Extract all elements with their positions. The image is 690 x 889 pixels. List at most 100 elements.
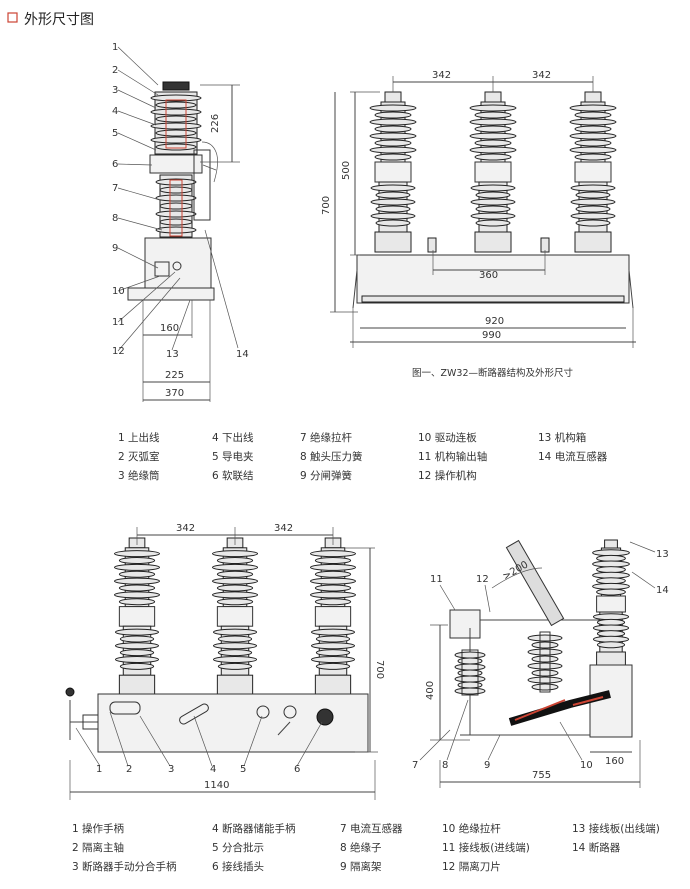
pole-terminal bbox=[484, 91, 502, 103]
shed bbox=[469, 118, 517, 126]
shed bbox=[159, 218, 193, 226]
callout-leader bbox=[117, 89, 157, 109]
dim-342-b-label: 342 bbox=[532, 70, 551, 81]
legend-item: 11 机构输出轴 bbox=[418, 450, 487, 463]
callout-leader bbox=[75, 727, 101, 767]
shed bbox=[370, 212, 416, 220]
callout-leader bbox=[117, 69, 159, 96]
pole-clamp bbox=[596, 595, 626, 613]
shed bbox=[314, 557, 352, 565]
callout-number-6: 6 bbox=[294, 764, 300, 775]
shed bbox=[531, 669, 559, 677]
shed bbox=[454, 675, 486, 683]
shed bbox=[469, 104, 517, 112]
shed bbox=[470, 212, 516, 220]
callout-number-12: 12 bbox=[476, 574, 489, 585]
shed bbox=[211, 591, 259, 599]
legend-item: 8 绝缘子 bbox=[340, 841, 382, 854]
shed bbox=[596, 588, 626, 596]
isolation-blade-open bbox=[505, 539, 565, 627]
callout-number-8: 8 bbox=[112, 213, 118, 224]
shed bbox=[309, 577, 357, 585]
legend-item: 8 触头压力簧 bbox=[300, 450, 363, 463]
shed bbox=[569, 118, 617, 126]
callout-number-13: 13 bbox=[656, 549, 669, 560]
figure3-insulator bbox=[527, 631, 563, 693]
legend-item: 13 接线板(出线端) bbox=[572, 822, 660, 835]
callout-leader bbox=[484, 584, 491, 613]
callout-leader bbox=[139, 715, 171, 767]
callout-leader bbox=[631, 571, 656, 589]
shed bbox=[474, 139, 512, 147]
shed bbox=[155, 129, 197, 137]
mechanism-box bbox=[144, 237, 212, 289]
legend-item: 9 分闸弹簧 bbox=[300, 469, 352, 482]
pole-clamp bbox=[118, 606, 156, 627]
legend-item: 13 机构箱 bbox=[538, 431, 586, 444]
shed bbox=[309, 591, 357, 599]
shed bbox=[575, 205, 611, 213]
shed bbox=[570, 212, 616, 220]
legend-item: 5 分合批示 bbox=[212, 841, 264, 854]
shed bbox=[369, 132, 417, 140]
pole-base bbox=[474, 231, 512, 253]
figure1-side-view bbox=[127, 81, 218, 301]
page-title: 外形尺寸图 bbox=[24, 12, 94, 28]
shed bbox=[570, 198, 616, 206]
shed bbox=[310, 628, 356, 636]
pole-base bbox=[574, 231, 612, 253]
legend-item: 4 下出线 bbox=[212, 431, 254, 444]
shed bbox=[211, 563, 259, 571]
pole-base bbox=[374, 231, 412, 253]
shed bbox=[575, 191, 611, 199]
legend-item: 10 绝缘拉杆 bbox=[442, 822, 501, 835]
shed bbox=[369, 118, 417, 126]
callout-number-3: 3 bbox=[168, 764, 174, 775]
callout-number-2: 2 bbox=[112, 65, 118, 76]
shed bbox=[475, 191, 511, 199]
shed bbox=[531, 655, 559, 663]
shed bbox=[314, 598, 352, 606]
f3-dim-400-label: 400 bbox=[425, 681, 436, 700]
callout-number-4: 4 bbox=[112, 106, 118, 117]
shed bbox=[574, 153, 612, 161]
legend-item: 7 绝缘拉杆 bbox=[300, 431, 353, 444]
callout-leader bbox=[117, 46, 159, 86]
pole-base bbox=[314, 674, 352, 696]
shed bbox=[474, 153, 512, 161]
isolation-blade-closed bbox=[508, 690, 611, 726]
shed bbox=[375, 219, 411, 227]
shed bbox=[469, 146, 517, 154]
callout-number-9: 9 bbox=[112, 243, 118, 254]
shed bbox=[454, 651, 486, 659]
callout-number-10: 10 bbox=[112, 286, 125, 297]
pole-clamp bbox=[216, 606, 254, 627]
dim-700-label: 700 bbox=[321, 196, 332, 215]
f3-dim-160-label: 160 bbox=[605, 756, 624, 767]
callout-leader bbox=[117, 271, 176, 323]
callout-number-7: 7 bbox=[412, 760, 418, 771]
shed bbox=[155, 194, 197, 202]
shed bbox=[211, 550, 259, 558]
figure1-caption: 图一、ZW32—断路器结构及外形尺寸 bbox=[412, 367, 573, 379]
shed bbox=[118, 584, 156, 592]
callout-leader bbox=[204, 229, 239, 349]
shed bbox=[113, 550, 161, 558]
legend-item: 6 接线插头 bbox=[212, 860, 264, 873]
shed bbox=[374, 139, 412, 147]
callout-number-2: 2 bbox=[126, 764, 132, 775]
legend-item: 3 断路器手动分合手柄 bbox=[72, 860, 177, 873]
shed bbox=[470, 198, 516, 206]
dim-160-label: 160 bbox=[160, 323, 179, 334]
shed bbox=[155, 178, 197, 186]
shed bbox=[155, 210, 197, 218]
bushing-small-left bbox=[427, 237, 437, 253]
dim-920-label: 920 bbox=[485, 316, 504, 327]
shed bbox=[119, 635, 155, 643]
figure2-poles bbox=[113, 537, 357, 696]
callout-leader bbox=[439, 584, 456, 611]
shed bbox=[469, 132, 517, 140]
figure1-poles bbox=[369, 91, 617, 253]
shed bbox=[369, 146, 417, 154]
callout-number-12: 12 bbox=[112, 346, 125, 357]
